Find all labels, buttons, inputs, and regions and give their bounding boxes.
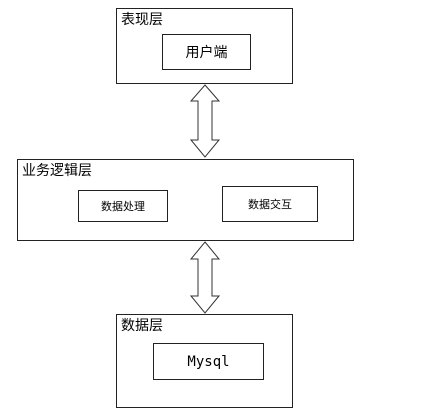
data-processing-box: 数据处理 — [78, 190, 168, 222]
presentation-layer-title: 表现层 — [121, 12, 163, 28]
client-label: 用户端 — [185, 45, 228, 61]
data-processing-label: 数据处理 — [101, 200, 145, 213]
business-logic-layer-title: 业务逻辑层 — [22, 163, 92, 179]
client-box: 用户端 — [162, 34, 251, 70]
presentation-layer: 表现层 — [116, 8, 293, 84]
presentation-business-double-arrow — [189, 84, 221, 158]
data-interaction-box: 数据交互 — [222, 186, 318, 222]
business-data-double-arrow — [189, 241, 221, 314]
data-layer-title: 数据层 — [121, 318, 163, 334]
data-interaction-label: 数据交互 — [248, 198, 292, 211]
mysql-box: Mysql — [153, 343, 264, 380]
mysql-label: Mysql — [187, 353, 230, 370]
